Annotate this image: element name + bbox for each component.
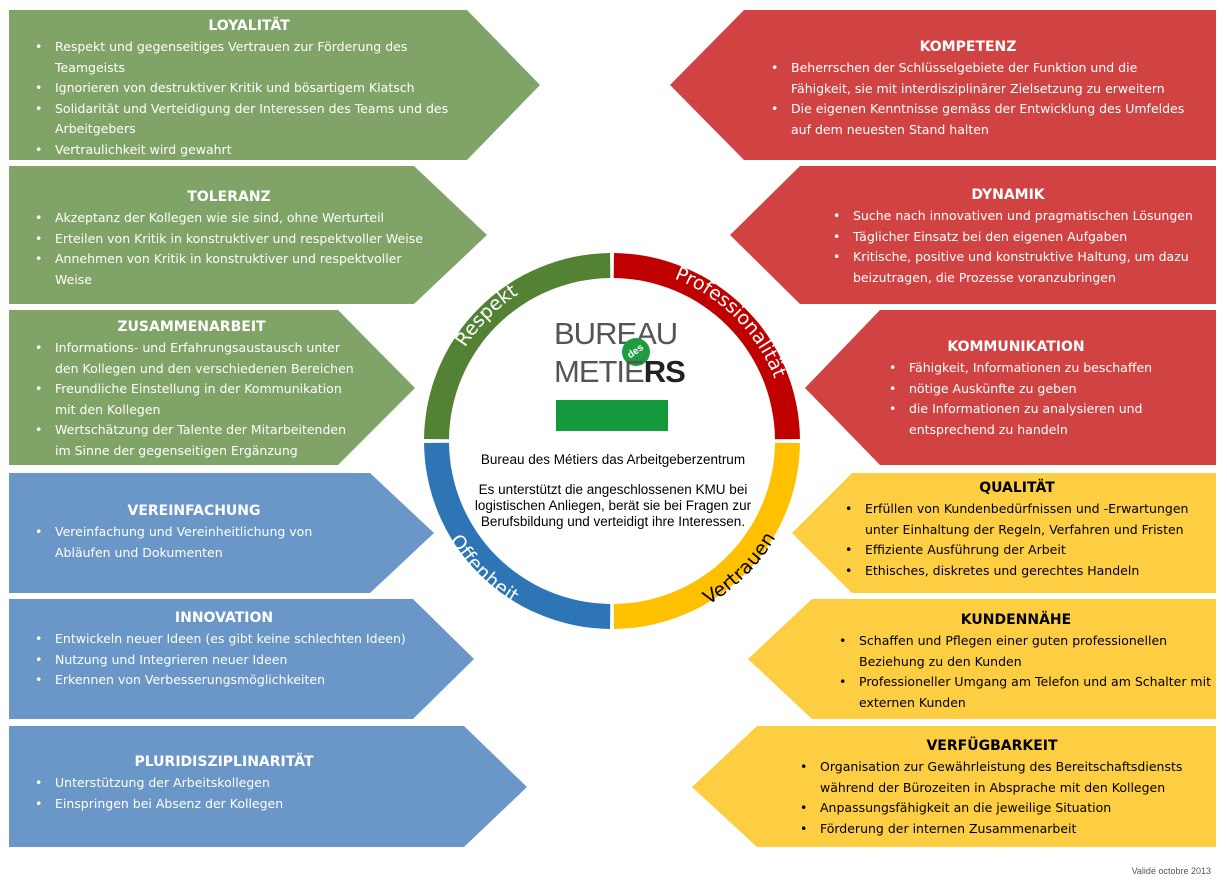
list-item: Beherrschen der Schlüsselgebiete der Fun… <box>771 58 1188 99</box>
box-title: KOMPETENZ <box>919 39 1017 55</box>
box-title: VERFÜGBARKEIT <box>926 738 1058 754</box>
ring-segment-respekt <box>424 253 611 440</box>
box-qualitaet: QUALITÄT Erfüllen von Kundenbedürfnissen… <box>822 472 1212 581</box>
box-verfuegbarkeit: VERFÜGBARKEIT Organisation zur Gewährlei… <box>777 730 1207 839</box>
logo-line-1: BUREAU <box>554 316 678 351</box>
box-list: Organisation zur Gewährleistung des Bere… <box>777 757 1207 839</box>
list-item: Die eigenen Kenntnisse gemäss der Entwic… <box>771 99 1188 140</box>
list-item: Wertschätzung der Talente der Mitarbeite… <box>35 420 364 461</box>
list-item: Unterstützung der Arbeitskollegen <box>35 773 429 794</box>
list-item: Solidarität und Verteidigung der Interes… <box>35 99 479 140</box>
logo-text: BUREAU <box>554 316 678 351</box>
list-item: Täglicher Einsatz bei den eigenen Aufgab… <box>833 227 1206 248</box>
box-list: Fähigkeit, Informationen zu beschaffen n… <box>866 358 1166 440</box>
center-description: Es unterstützt die angeschlossenen KMU b… <box>474 482 752 529</box>
list-item: Kritische, positive und konstruktive Hal… <box>833 247 1206 288</box>
ring-segment-professionalität <box>613 253 800 440</box>
box-vereinfachung: VEREINFACHUNG Vereinfachung und Vereinhe… <box>9 495 369 563</box>
box-list: Erfüllen von Kundenbedürfnissen und -Erw… <box>822 499 1212 581</box>
list-item: Anpassungsfähigkeit an die jeweilige Sit… <box>800 798 1207 819</box>
box-list: Schaffen und Pflegen einer guten profess… <box>816 631 1216 713</box>
box-dynamik: DYNAMIK Suche nach innovativen und pragm… <box>810 179 1206 288</box>
box-title: KOMMUNIKATION <box>947 339 1085 355</box>
list-item: Informations- und Erfahrungsaustausch un… <box>35 338 364 379</box>
box-list: Akzeptanz der Kollegen wie sie sind, ohn… <box>19 208 439 290</box>
list-item: Förderung der internen Zusammenarbeit <box>800 819 1207 840</box>
box-list: Informations- und Erfahrungsaustausch un… <box>19 338 364 461</box>
box-toleranz: TOLERANZ Akzeptanz der Kollegen wie sie … <box>9 181 439 290</box>
list-item: Respekt und gegenseitiges Vertrauen zur … <box>35 37 479 78</box>
list-item: die Informationen zu analysieren und ent… <box>889 399 1166 440</box>
list-item: Vereinfachung und Vereinheitlichung von … <box>35 522 369 563</box>
list-item: Akzeptanz der Kollegen wie sie sind, ohn… <box>35 208 439 229</box>
logo-bar <box>556 400 668 431</box>
list-item: Ethisches, diskretes und gerechtes Hande… <box>845 561 1212 582</box>
center-title: Bureau des Métiers das Arbeitgeberzentru… <box>480 452 746 467</box>
box-list: Beherrschen der Schlüsselgebiete der Fun… <box>748 58 1188 140</box>
box-title: PLURIDISZIPLINARITÄT <box>134 754 314 770</box>
list-item: Schaffen und Pflegen einer guten profess… <box>839 631 1216 672</box>
list-item: Erkennen von Verbesserungsmöglichkeiten <box>35 670 429 691</box>
box-title: VEREINFACHUNG <box>127 503 261 519</box>
box-kundennaehe: KUNDENNÄHE Schaffen und Pflegen einer gu… <box>816 604 1216 713</box>
box-innovation: INNOVATION Entwickeln neuer Ideen (es gi… <box>9 602 429 691</box>
validation-note: Validé octobre 2013 <box>1131 866 1211 876</box>
box-list: Unterstützung der Arbeitskollegen Einspr… <box>19 773 429 814</box>
list-item: Erteilen von Kritik in konstruktiver und… <box>35 229 439 250</box>
list-item: Suche nach innovativen und pragmatischen… <box>833 206 1206 227</box>
list-item: Professioneller Umgang am Telefon und am… <box>839 672 1216 713</box>
ring-segment-vertrauen <box>613 442 800 629</box>
box-pluridisziplinaritaet: PLURIDISZIPLINARITÄT Unterstützung der A… <box>9 746 429 814</box>
list-item: Freundliche Einstellung in der Kommunika… <box>35 379 364 420</box>
ring-segments <box>424 253 800 629</box>
list-item: Annehmen von Kritik in konstruktiver und… <box>35 249 439 290</box>
ring-background <box>432 261 792 621</box>
box-title: QUALITÄT <box>979 480 1055 496</box>
box-title: INNOVATION <box>174 610 274 626</box>
box-title: TOLERANZ <box>187 189 271 205</box>
box-list: Respekt und gegenseitiges Vertrauen zur … <box>19 37 479 160</box>
list-item: Nutzung und Integrieren neuer Ideen <box>35 650 429 671</box>
list-item: nötige Auskünfte zu geben <box>889 379 1166 400</box>
box-kompetenz: KOMPETENZ Beherrschen der Schlüsselgebie… <box>748 31 1188 140</box>
box-title: LOYALITÄT <box>208 18 290 34</box>
list-item: Einspringen bei Absenz der Kollegen <box>35 794 429 815</box>
list-item: Organisation zur Gewährleistung des Bere… <box>800 757 1207 798</box>
box-zusammenarbeit: ZUSAMMENARBEIT Informations- und Erfahru… <box>9 311 364 461</box>
logo-text: RS <box>643 354 686 389</box>
box-list: Vereinfachung und Vereinheitlichung von … <box>19 522 369 563</box>
list-item: Effiziente Ausführung der Arbeit <box>845 540 1212 561</box>
box-loyalitaet: LOYALITÄT Respekt und gegenseitiges Vert… <box>9 10 479 160</box>
box-title: ZUSAMMENARBEIT <box>117 319 266 335</box>
list-item: Ignorieren von destruktiver Kritik und b… <box>35 78 479 99</box>
list-item: Entwickeln neuer Ideen (es gibt keine sc… <box>35 629 429 650</box>
list-item: Fähigkeit, Informationen zu beschaffen <box>889 358 1166 379</box>
box-list: Entwickeln neuer Ideen (es gibt keine sc… <box>19 629 429 691</box>
list-item: Vertraulichkeit wird gewahrt <box>35 140 479 161</box>
box-kommunikation: KOMMUNIKATION Fähigkeit, Informationen z… <box>866 331 1166 440</box>
logo-text: METIE <box>554 354 645 389</box>
box-list: Suche nach innovativen und pragmatischen… <box>810 206 1206 288</box>
box-title: DYNAMIK <box>971 187 1045 203</box>
logo-line-2: METIERS <box>554 354 686 389</box>
box-title: KUNDENNÄHE <box>960 612 1072 628</box>
ring-segment-offenheit <box>424 442 611 629</box>
list-item: Erfüllen von Kundenbedürfnissen und -Erw… <box>845 499 1212 540</box>
bureau-des-metiers-logo: BUREAU des METIERS <box>554 316 686 433</box>
